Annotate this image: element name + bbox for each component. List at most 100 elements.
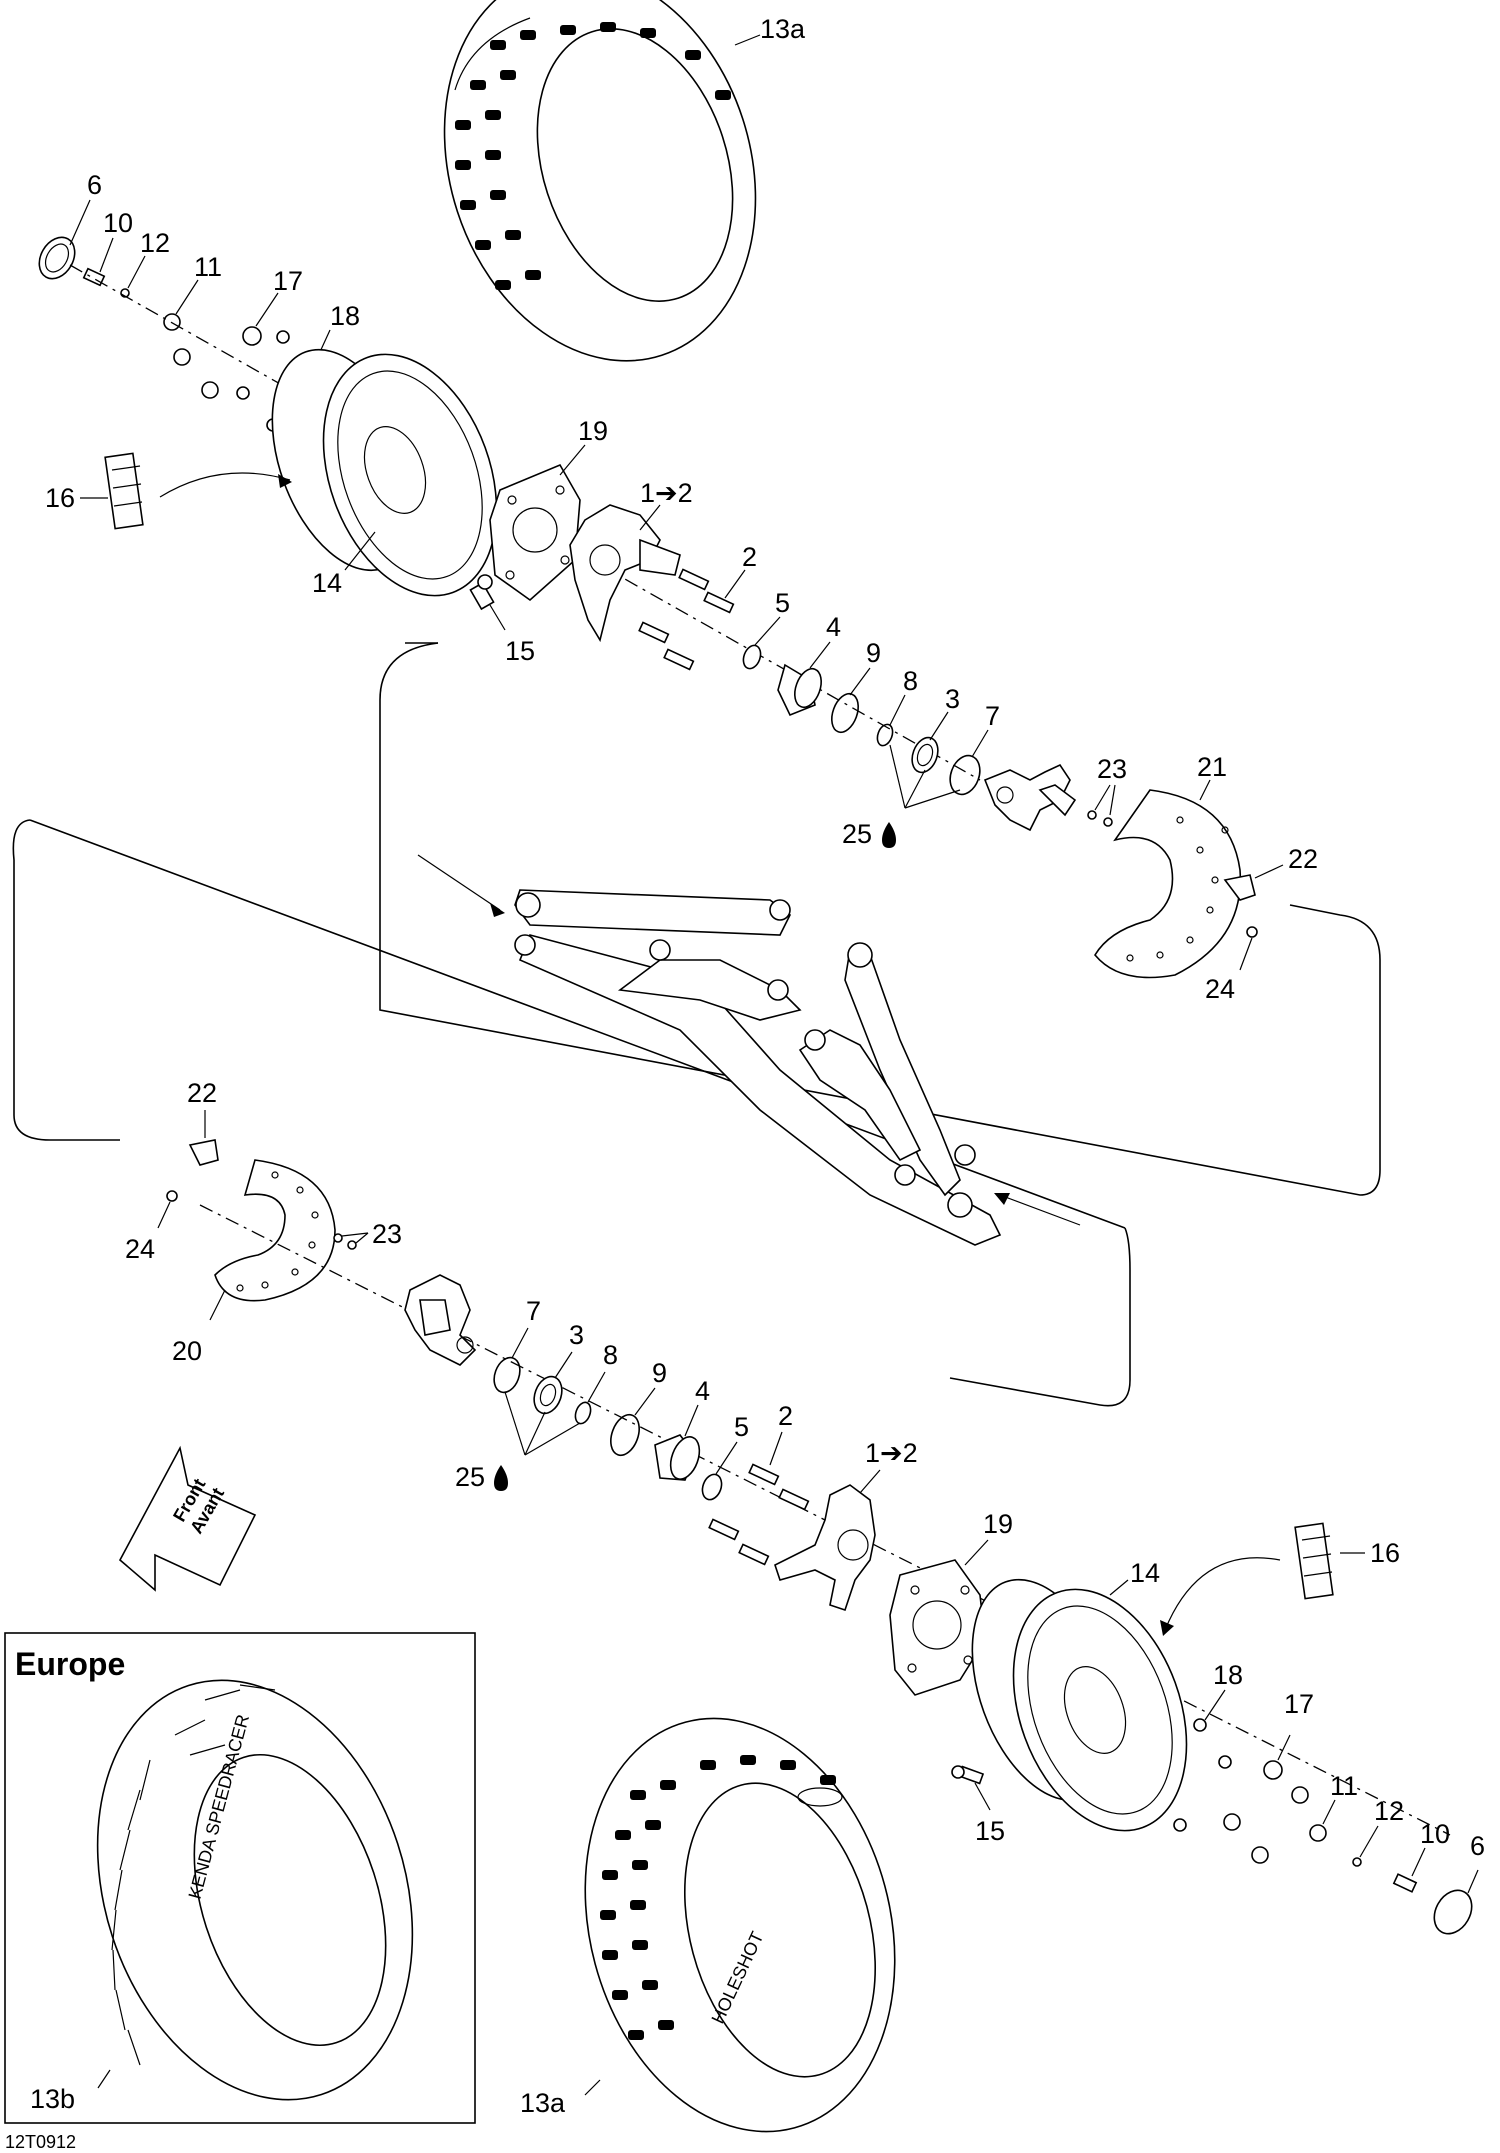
label-10-bottom: 10 [1420, 1819, 1450, 1849]
bolt-10-bottom [1392, 1873, 1418, 1893]
label-2-top: 2 [742, 542, 757, 572]
label-18-bottom: 18 [1213, 1660, 1243, 1690]
label-10-top: 10 [103, 208, 133, 238]
circlip-9-bottom [610, 1413, 640, 1457]
label-22-bottom: 22 [187, 1078, 217, 1108]
label-14-top: 14 [312, 568, 342, 598]
screw-24-bottom [166, 1190, 178, 1202]
o-ring-7-bottom [493, 1356, 521, 1394]
label-16-top: 16 [45, 483, 75, 513]
label-1-2-bottom: 1➔2 [865, 1438, 918, 1468]
nut-17-bottom [1263, 1760, 1283, 1780]
grease-drop-icon-top [882, 822, 896, 848]
bracket-22-top [1223, 874, 1256, 901]
front-direction-arrow: Front Avant [118, 1445, 257, 1592]
label-3-bottom: 3 [569, 1320, 584, 1350]
label-20-bottom: 20 [172, 1336, 202, 1366]
hub-cap-6-bottom [1433, 1889, 1473, 1935]
label-6-bottom: 6 [1470, 1831, 1485, 1861]
wheel-weight-16-bottom [1294, 1522, 1334, 1600]
knuckle-1-bottom [774, 1484, 876, 1612]
label-9-bottom: 9 [652, 1358, 667, 1388]
drawing-id: 12T0912 [5, 2132, 76, 2152]
label-16-bottom: 16 [1370, 1538, 1400, 1568]
brake-guard-20-bottom [214, 1159, 336, 1302]
screw-23-top [1087, 810, 1097, 820]
stud-15-bottom [951, 1765, 985, 1785]
label-9-top: 9 [866, 638, 881, 668]
label-25-top: 25 [842, 819, 872, 849]
nut-17-top [242, 326, 262, 346]
label-8-top: 8 [903, 666, 918, 696]
tire-13a-bottom: HOLESHOT [584, 1717, 896, 2133]
label-19-top: 19 [578, 416, 608, 446]
label-17-top: 17 [273, 266, 303, 296]
wheel-rim-14-top [271, 348, 498, 597]
bearing-4-top [777, 663, 822, 717]
label-12-bottom: 12 [1374, 1796, 1404, 1826]
label-1-2-top: 1➔2 [640, 478, 693, 508]
label-11-top: 11 [194, 252, 222, 282]
label-4-top: 4 [826, 612, 841, 642]
bolts-2-top [638, 568, 735, 671]
label-13a-bottom: 13a [520, 2088, 566, 2118]
label-4-bottom: 4 [695, 1376, 710, 1406]
label-22-top: 22 [1288, 844, 1318, 874]
wheel-weight-16-top [104, 452, 144, 530]
bolts-2-bottom [708, 1463, 810, 1566]
label-25-bottom: 25 [455, 1462, 485, 1492]
circlip-9-top [831, 692, 859, 734]
a-arm-assembly [514, 889, 1002, 1246]
bracket-22-bottom [188, 1139, 219, 1166]
bearing-4-bottom [654, 1434, 701, 1481]
wheel-rim-14-bottom [971, 1578, 1188, 1832]
brake-guard-21-top [1094, 789, 1242, 979]
washer-12-bottom [1352, 1857, 1362, 1867]
label-19-bottom: 19 [983, 1509, 1013, 1539]
label-5-bottom: 5 [734, 1412, 749, 1442]
europe-inset-title: Europe [15, 1646, 125, 1682]
label-3-top: 3 [945, 684, 960, 714]
label-2-bottom: 2 [778, 1401, 793, 1431]
label-24-top: 24 [1205, 974, 1235, 1004]
label-14-bottom: 14 [1130, 1558, 1160, 1588]
washer-5-bottom [701, 1473, 723, 1501]
o-ring-8-top [876, 723, 894, 747]
label-13b: 13b [30, 2084, 75, 2114]
wheel-hub-top [983, 763, 1077, 832]
hub-cap-6-top [38, 236, 76, 280]
washer-18-bottom [1193, 1718, 1207, 1732]
nut-11-bottom [1309, 1824, 1327, 1842]
label-12-top: 12 [140, 228, 170, 258]
knuckle-1-top [569, 504, 681, 643]
label-23-top: 23 [1097, 754, 1127, 784]
label-24-bottom: 24 [125, 1234, 155, 1264]
label-21-top: 21 [1197, 752, 1227, 782]
plate-19-top [489, 463, 581, 602]
grease-drop-icon-bottom [494, 1465, 508, 1491]
screw-23-bottom [333, 1233, 343, 1243]
label-5-top: 5 [775, 588, 790, 618]
label-7-top: 7 [985, 701, 1000, 731]
plate-19-bottom [889, 1559, 986, 1696]
label-23-bottom: 23 [372, 1219, 402, 1249]
label-15-bottom: 15 [975, 1816, 1005, 1846]
label-8-bottom: 8 [603, 1340, 618, 1370]
label-18-top: 18 [330, 301, 360, 331]
leader-13a-top [734, 34, 761, 46]
label-13a-top: 13a [760, 14, 806, 44]
europe-inset: Europe KENDA SPEEDRACER 13b [4, 1632, 476, 2124]
label-6-top: 6 [87, 170, 102, 200]
o-ring-8-bottom [574, 1401, 592, 1425]
tire-13b: KENDA SPEEDRACER [96, 1679, 414, 2101]
screw-24-top [1246, 926, 1258, 938]
tire-13a-top [443, 0, 757, 362]
washer-5-top [742, 644, 762, 670]
wheel-hub-bottom [404, 1274, 477, 1366]
stud-15-top [469, 574, 495, 611]
label-15-top: 15 [505, 636, 535, 666]
label-11-bottom: 11 [1330, 1771, 1358, 1801]
label-7-bottom: 7 [526, 1296, 541, 1326]
seal-3-bottom [533, 1375, 563, 1415]
